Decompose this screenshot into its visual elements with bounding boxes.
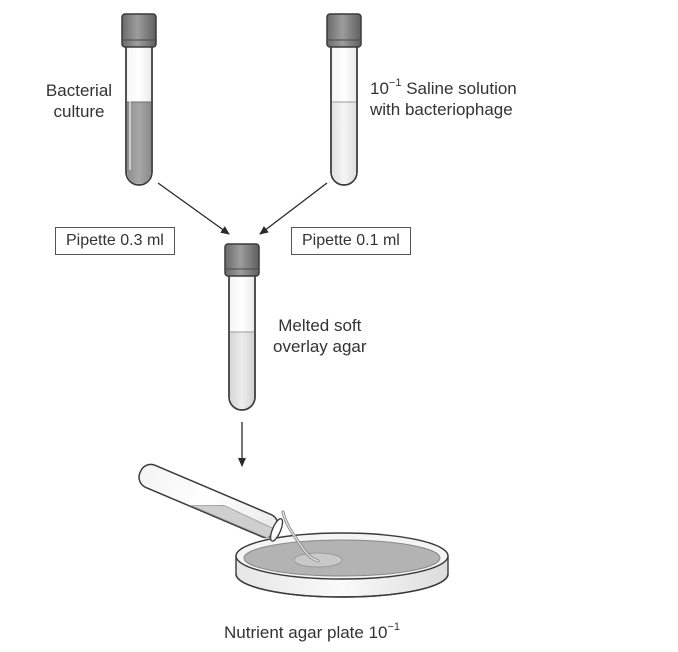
saline-base: 10	[370, 79, 389, 98]
soft-agar-tube	[224, 243, 260, 411]
pouring-tube	[138, 463, 284, 542]
saline-line1: Saline solution	[401, 79, 517, 98]
saline-line2: with bacteriophage	[370, 100, 513, 119]
pipette-left-box: Pipette 0.3 ml	[55, 227, 175, 255]
pipette-right-box: Pipette 0.1 ml	[291, 227, 411, 255]
bacterial-culture-label: Bacterial culture	[45, 81, 113, 121]
saline-tube-cap	[326, 13, 362, 48]
arrow-from-bacterial-culture	[157, 182, 230, 235]
plate-base: Nutrient agar plate 10	[224, 623, 388, 642]
soft-agar-liquid	[230, 332, 254, 409]
saline-phage-tube	[326, 13, 362, 186]
soft-agar-tube-cap	[224, 243, 260, 277]
plate-label: Nutrient agar plate 10−1	[224, 622, 400, 643]
nutrient-agar-surface	[243, 539, 441, 577]
saline-liquid	[332, 102, 356, 184]
plate-exponent: −1	[387, 621, 401, 634]
soft-agar-label: Melted soft overlay agar	[273, 316, 367, 356]
petri-dish	[235, 532, 449, 598]
bacterial-culture-tube	[121, 13, 157, 186]
bacterial-culture-liquid	[127, 102, 151, 184]
saline-label: 10−1 Saline solution with bacteriophage	[370, 78, 517, 120]
arrow-from-saline	[259, 182, 328, 235]
saline-exponent: −1	[388, 77, 402, 90]
bacterial-culture-cap	[121, 13, 157, 48]
